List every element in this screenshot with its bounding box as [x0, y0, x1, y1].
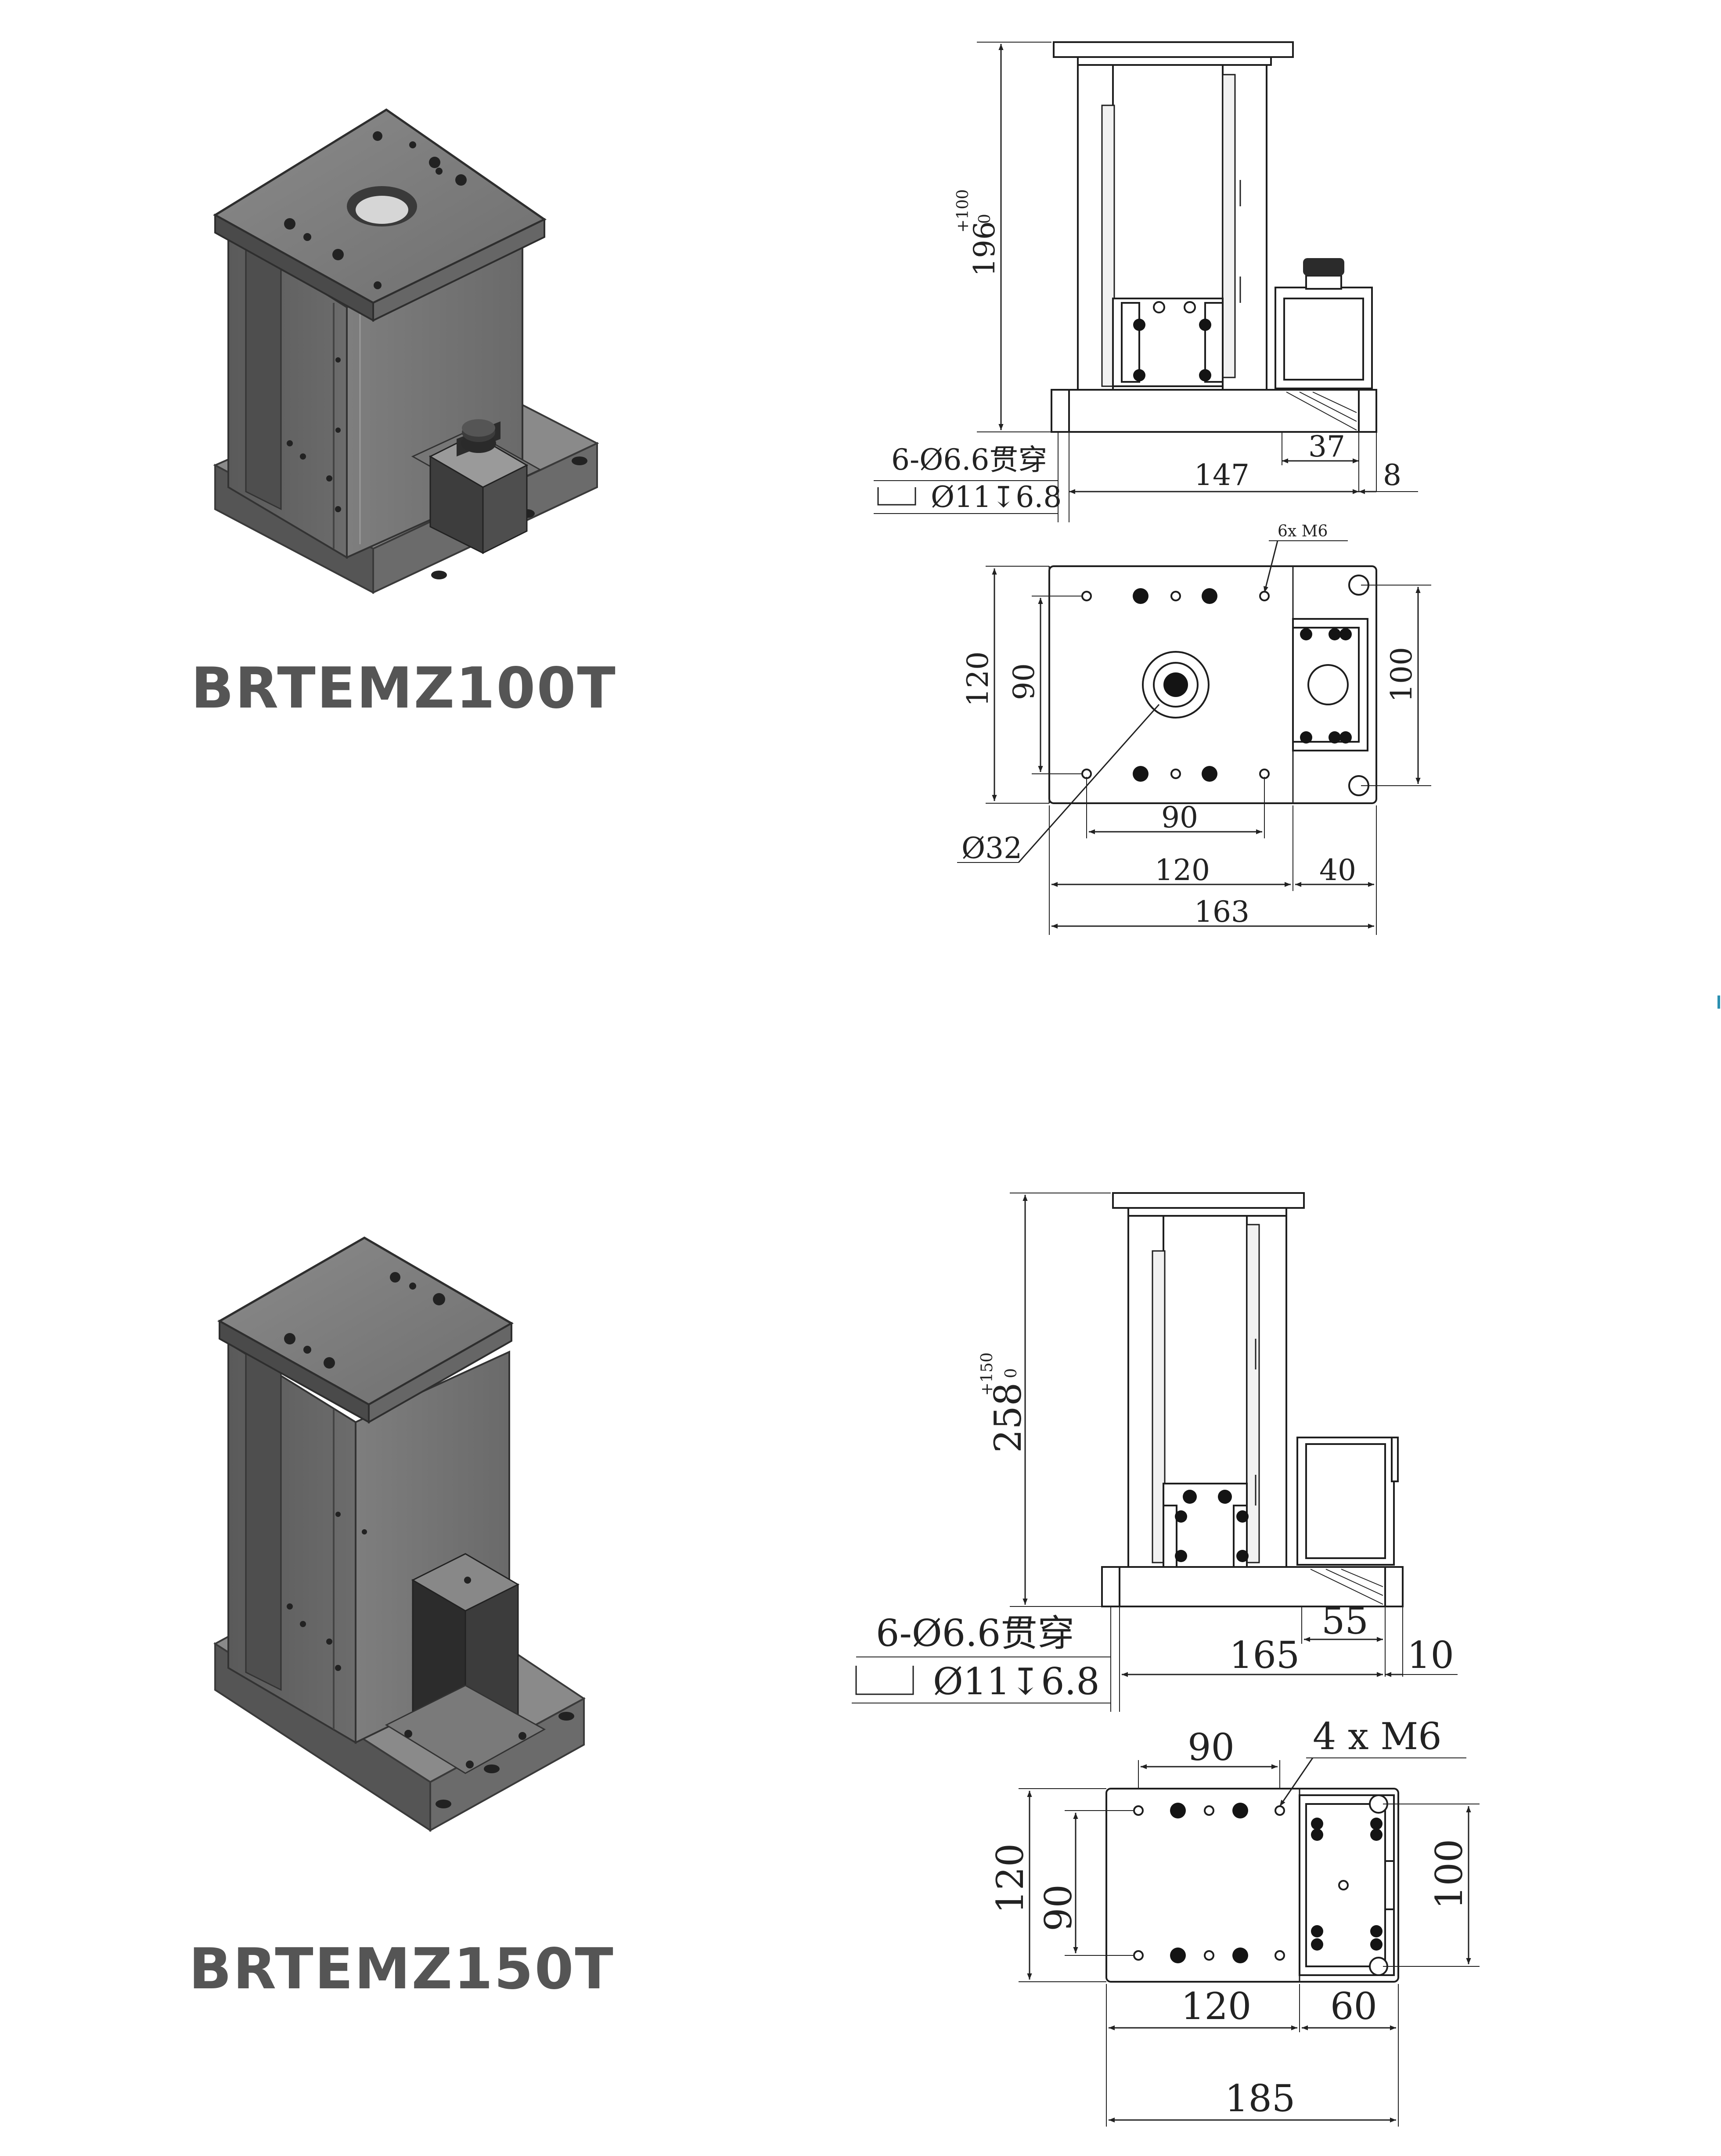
- product-2-side-dims: 258 +150 0 55 165 10 6-Ø6.6贯穿 Ø11↧6.8: [852, 1193, 1458, 1712]
- p1-base-length-dim: 147: [1194, 458, 1249, 492]
- p1-stroke-lower: 0: [976, 214, 994, 224]
- product-2-iso-render: [213, 1236, 586, 1832]
- product-1-side-view: [1051, 41, 1377, 433]
- p2-hole-pitch-y-dim: 90: [1037, 1884, 1080, 1931]
- product-2-top-dims: 90 4 x M6 120 90 100 120 60 185: [989, 1715, 1480, 2127]
- product-1-iso-render: [213, 108, 599, 594]
- p1-hole-pitch-x-dim: 90: [1161, 801, 1198, 834]
- p1-stroke-upper: +100: [954, 189, 972, 233]
- p2-hole-pitch-x-dim: 90: [1188, 1726, 1235, 1769]
- p2-edge-offset-dim: 10: [1407, 1634, 1454, 1677]
- product-1-side-dims: 196 +100 0 37 147 8 6-Ø6.6贯穿 Ø11↧6.8: [874, 42, 1418, 522]
- p2-motor-offset-dim: 55: [1321, 1599, 1368, 1642]
- p1-thread-spec: 6x M6: [1278, 522, 1328, 540]
- p1-width-dim: 120: [961, 651, 995, 707]
- product-2-side-view: [1101, 1192, 1404, 1607]
- p1-total-length-dim: 163: [1194, 895, 1249, 929]
- p2-height-dim: 258: [987, 1383, 1030, 1453]
- p1-edge-offset-dim: 8: [1383, 458, 1401, 492]
- p1-body-length-dim: 120: [1155, 853, 1210, 887]
- product-2-top-view: [1105, 1788, 1399, 1983]
- product-1-top-dims: 6x M6 120 90 100 90 Ø32 120 40 163: [957, 522, 1431, 935]
- p1-bore-dim: Ø32: [961, 831, 1022, 865]
- p2-hole-spec: 6-Ø6.6贯穿: [876, 1612, 1074, 1655]
- p2-motor-length-dim: 60: [1330, 1985, 1377, 2028]
- p2-counterbore-spec: Ø11↧6.8: [933, 1660, 1100, 1703]
- p1-counterbore-spec: Ø11↧6.8: [931, 480, 1062, 514]
- p2-stroke-upper: +150: [978, 1352, 996, 1396]
- p1-motor-offset-dim: 37: [1308, 430, 1345, 464]
- p2-motor-width-dim: 100: [1428, 1839, 1471, 1909]
- p2-total-length-dim: 185: [1225, 2077, 1295, 2120]
- product-1-top-view: [1048, 565, 1377, 804]
- p2-stroke-lower: 0: [1002, 1368, 1020, 1378]
- p2-thread-spec: 4 x M6: [1313, 1715, 1442, 1758]
- p1-height-dim: 196: [968, 221, 1001, 277]
- edge-marker: [1717, 995, 1720, 1009]
- p1-motor-length-dim: 40: [1319, 853, 1356, 887]
- p1-hole-spec: 6-Ø6.6贯穿: [891, 443, 1047, 477]
- p1-motor-width-dim: 100: [1385, 647, 1419, 702]
- product-1-title: BRTEMZ100T: [191, 656, 617, 721]
- p2-body-length-dim: 120: [1181, 1985, 1251, 2028]
- product-2-title: BRTEMZ150T: [189, 1937, 615, 2002]
- p2-base-length-dim: 165: [1229, 1634, 1300, 1677]
- p1-hole-pitch-y-dim: 90: [1007, 663, 1041, 700]
- p2-width-dim: 120: [989, 1843, 1032, 1914]
